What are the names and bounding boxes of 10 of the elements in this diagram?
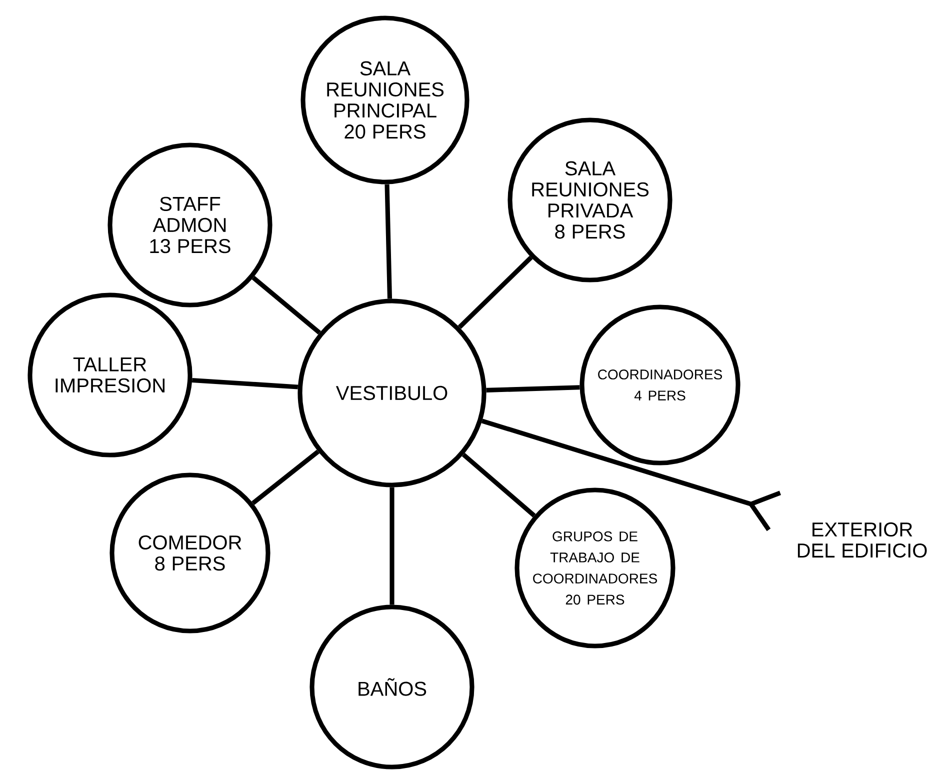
connector-line [390, 487, 394, 605]
exterior-label: EXTERIOR DEL EDIFICIO [798, 522, 927, 558]
connector-line [192, 378, 298, 390]
connector-line [486, 385, 580, 392]
connector-line [462, 452, 536, 518]
connector-line [252, 276, 321, 334]
connector-line [481, 418, 781, 532]
connector-line [384, 184, 392, 299]
connector-line [458, 256, 533, 329]
connector-line [252, 450, 320, 505]
